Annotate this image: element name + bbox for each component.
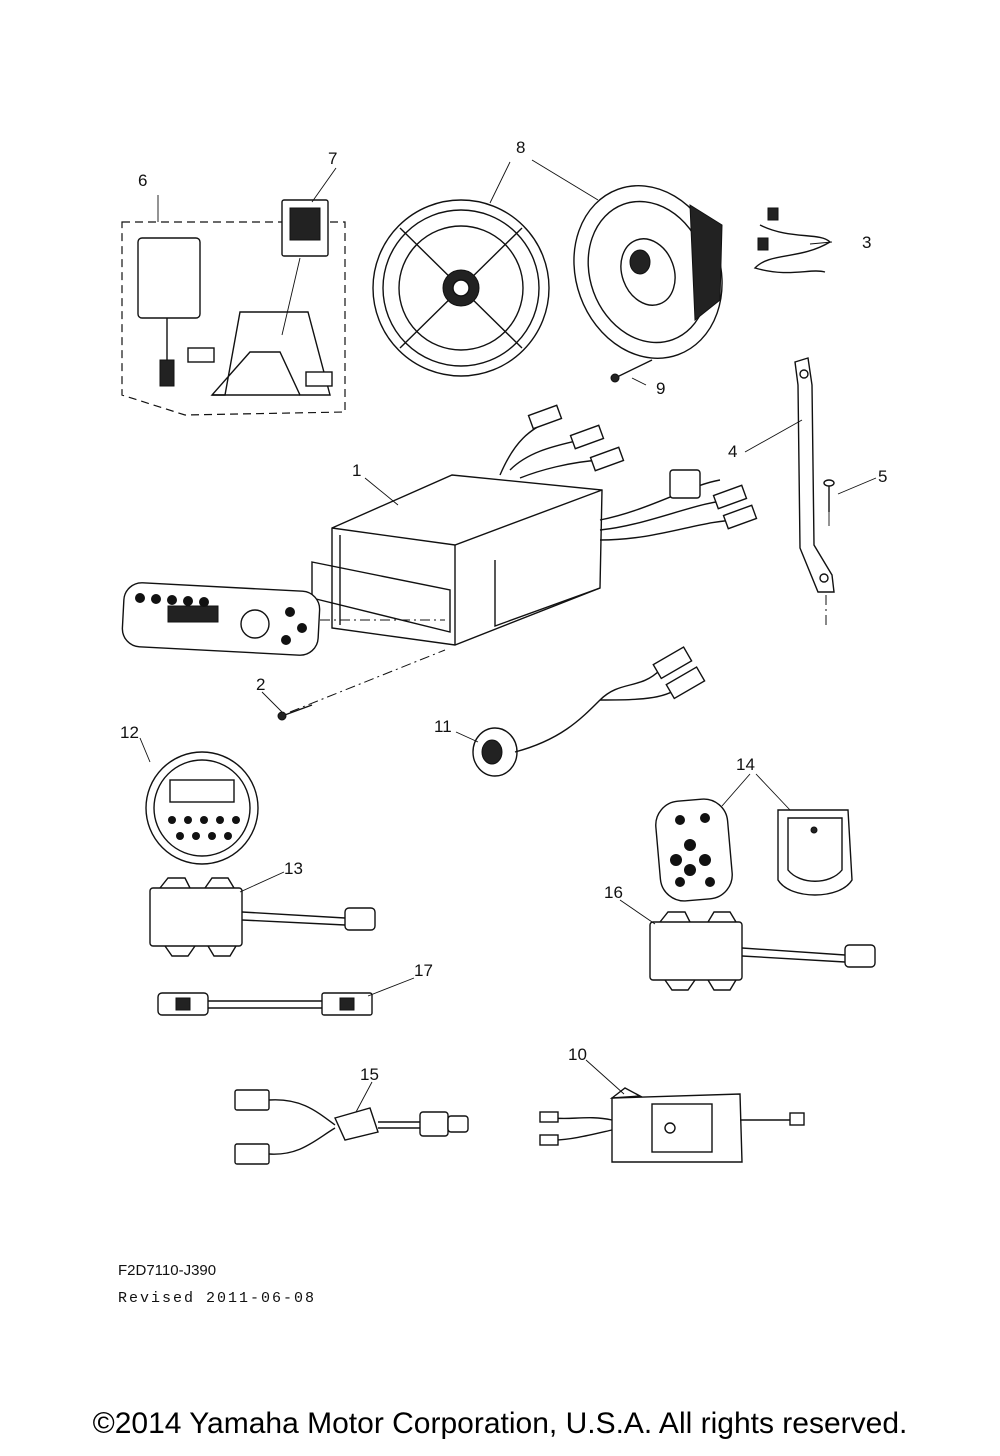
callout-14: 14 bbox=[736, 755, 755, 774]
revision-date: Revised 2011-06-08 bbox=[118, 1290, 317, 1307]
leader-lines bbox=[139, 159, 877, 1113]
speaker-grille-illustration bbox=[372, 199, 550, 377]
y-cable-15-illustration bbox=[234, 1089, 469, 1165]
callout-12: 12 bbox=[120, 723, 139, 742]
callout-17: 17 bbox=[414, 961, 433, 980]
callout-1: 1 bbox=[352, 461, 361, 480]
module-13-illustration bbox=[149, 877, 376, 957]
remote-holder-14-illustration bbox=[777, 809, 853, 896]
callout-9: 9 bbox=[656, 379, 665, 398]
callout-numbers: 1 2 3 4 5 6 7 8 9 10 11 12 13 14 15 16 1… bbox=[120, 138, 887, 1084]
cable-17-illustration bbox=[157, 992, 373, 1016]
callout-4: 4 bbox=[728, 442, 737, 461]
speaker-cone-illustration bbox=[573, 185, 723, 359]
part-code: F2D7110-J390 bbox=[118, 1262, 217, 1279]
callout-13: 13 bbox=[284, 859, 303, 878]
part-3-illustration bbox=[753, 207, 832, 274]
remote-14-illustration bbox=[655, 798, 733, 902]
round-display-12-illustration bbox=[145, 751, 259, 865]
callout-8: 8 bbox=[516, 138, 525, 157]
screw-5-illustration bbox=[823, 479, 835, 526]
copyright-notice: ©2014 Yamaha Motor Corporation, U.S.A. A… bbox=[92, 1407, 908, 1440]
callout-5: 5 bbox=[878, 467, 887, 486]
callout-3: 3 bbox=[862, 233, 871, 252]
callout-6: 6 bbox=[138, 171, 147, 190]
callout-15: 15 bbox=[360, 1065, 379, 1084]
part-9-screw-illustration bbox=[610, 359, 653, 383]
module-16-illustration bbox=[649, 911, 876, 991]
callout-7: 7 bbox=[328, 149, 337, 168]
bracket-4-illustration bbox=[794, 357, 835, 625]
callout-11: 11 bbox=[434, 717, 452, 736]
part-11-illustration bbox=[472, 646, 706, 777]
callout-2: 2 bbox=[256, 675, 265, 694]
callout-10: 10 bbox=[568, 1045, 587, 1064]
part-7-illustration bbox=[281, 199, 329, 336]
power-box-10-illustration bbox=[539, 1087, 805, 1163]
screw-2-illustration bbox=[277, 704, 313, 721]
stereo-head-unit-illustration bbox=[121, 404, 758, 713]
kit-6-illustration bbox=[121, 221, 346, 416]
callout-16: 16 bbox=[604, 883, 623, 902]
